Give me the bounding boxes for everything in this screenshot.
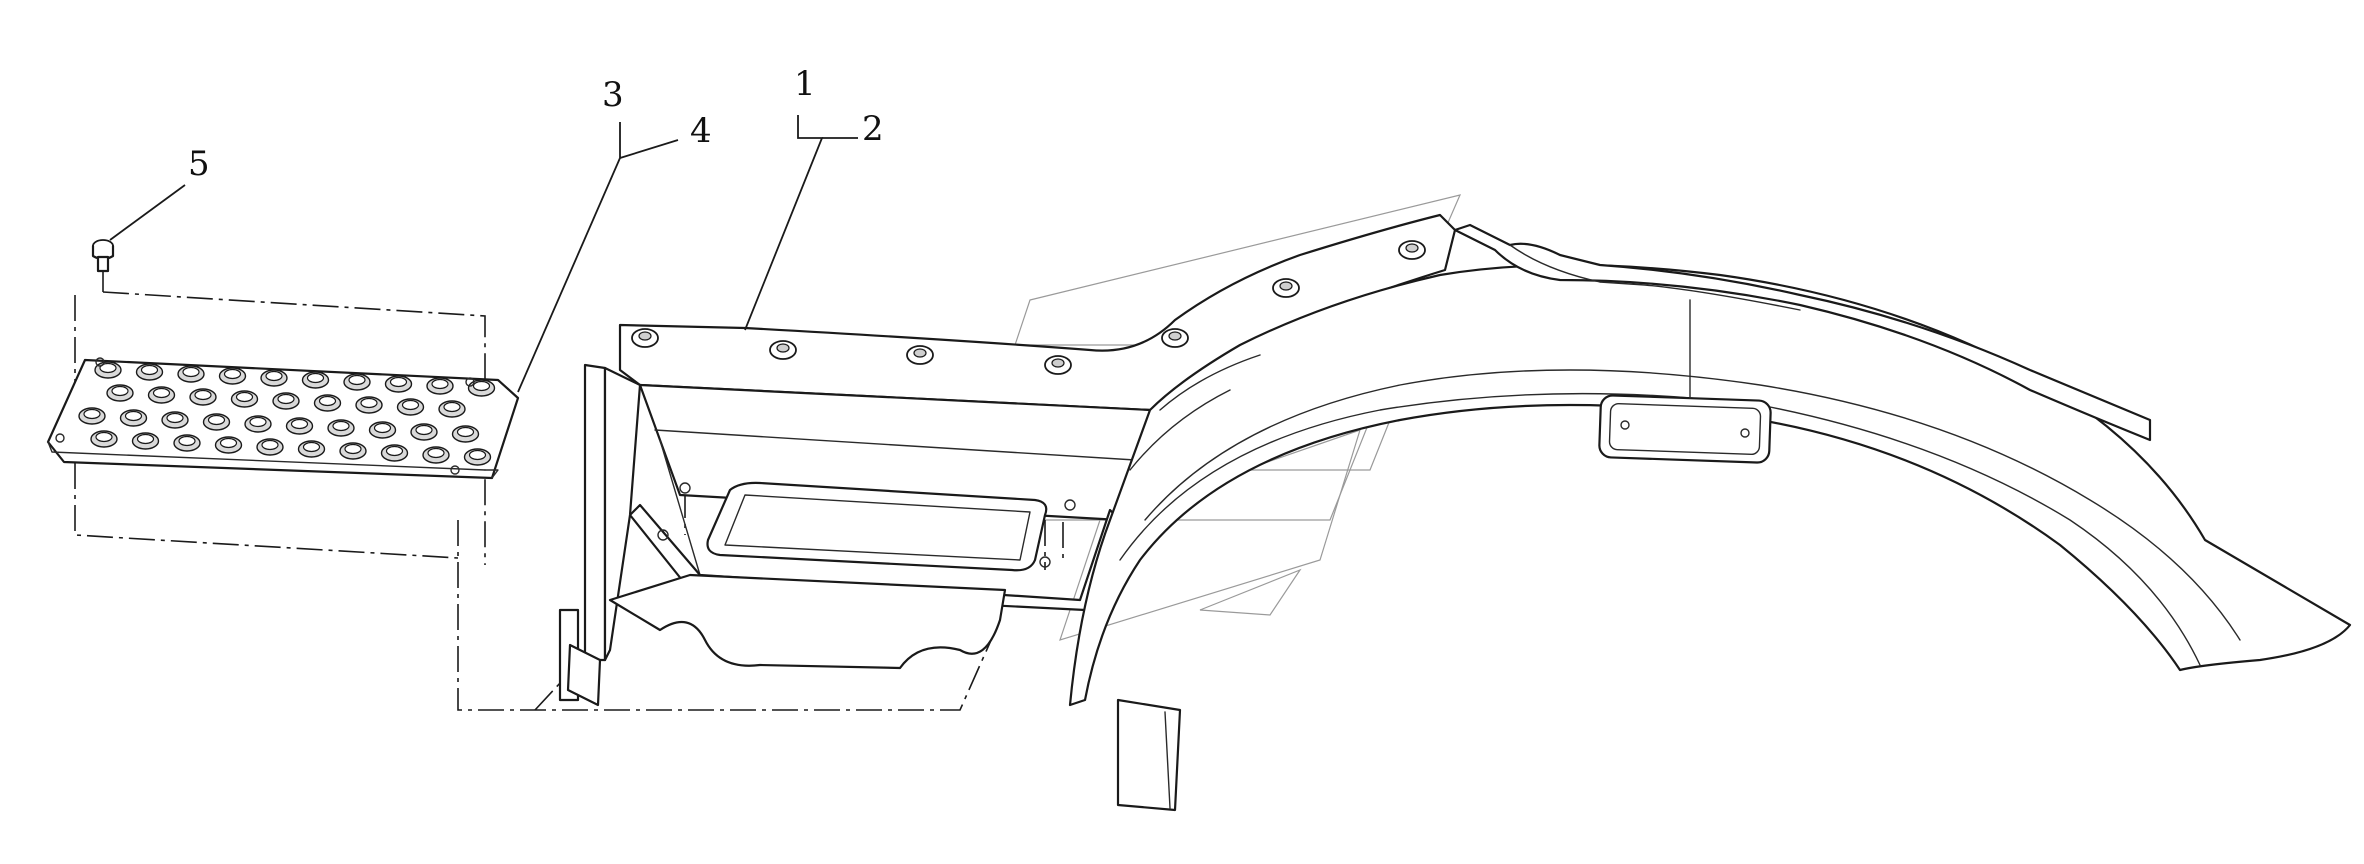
tread-boss-top <box>277 393 295 405</box>
bolt-part-5 <box>91 239 115 273</box>
tread-boss-top <box>348 374 366 386</box>
tread-boss-top <box>431 378 449 390</box>
tread-boss-top <box>373 422 392 434</box>
callout-2: 2 <box>862 109 884 149</box>
tread-boss-top <box>261 439 279 451</box>
callout-3: 3 <box>602 75 624 115</box>
callout-5: 5 <box>188 144 210 184</box>
tread-boss-top <box>95 431 113 443</box>
tread-boss-top <box>427 447 445 459</box>
tread-boss-top <box>401 399 420 411</box>
tread-boss-top <box>302 441 321 453</box>
tread-boss-top <box>166 412 184 424</box>
tread-boss-top <box>332 420 350 432</box>
tread-boss-top <box>385 445 404 457</box>
tread-boss-top <box>468 449 487 461</box>
plate-hole <box>465 377 475 387</box>
tread-boss-top <box>318 395 337 407</box>
flange-rivets <box>631 240 1426 375</box>
tread-boss-top <box>83 408 101 420</box>
tread-boss-top <box>178 435 196 447</box>
tread-boss-top <box>306 372 325 384</box>
step-housing-part-1 <box>558 213 1457 707</box>
tread-boss-top <box>182 366 200 378</box>
tread-boss-top <box>389 376 408 388</box>
tread-boss-top <box>194 389 212 401</box>
tread-boss-top <box>290 418 309 430</box>
tread-boss-top <box>136 433 155 445</box>
tread-boss-top <box>140 364 159 376</box>
tread-boss-top <box>443 401 461 413</box>
tread-boss-top <box>344 443 362 455</box>
plate-hole <box>55 433 65 443</box>
tread-boss-top <box>223 368 242 380</box>
tread-boss-top <box>152 387 171 399</box>
plate-hole <box>450 465 460 475</box>
tread-boss-top <box>265 370 283 382</box>
tread-boss-top <box>99 362 117 374</box>
tread-boss-top <box>111 385 129 397</box>
tread-boss-top <box>249 416 267 428</box>
tread-boss-top <box>124 410 143 422</box>
tread-boss-top <box>472 380 491 392</box>
fender-part-2 <box>1068 223 2352 812</box>
callout-4: 4 <box>690 111 712 151</box>
plate-hole <box>95 357 105 367</box>
step-tread-plate <box>46 357 520 480</box>
tread-boss-top <box>207 414 226 426</box>
callouts: 1 2 3 4 5 <box>188 64 884 184</box>
tread-boss-top <box>219 437 238 449</box>
tread-boss-top <box>456 426 475 438</box>
tread-boss-top <box>235 391 254 403</box>
callout-1: 1 <box>794 64 816 104</box>
tread-boss-top <box>360 397 378 409</box>
tread-studs <box>55 357 496 475</box>
leader-lines <box>109 115 858 393</box>
tread-boss-top <box>415 424 433 436</box>
